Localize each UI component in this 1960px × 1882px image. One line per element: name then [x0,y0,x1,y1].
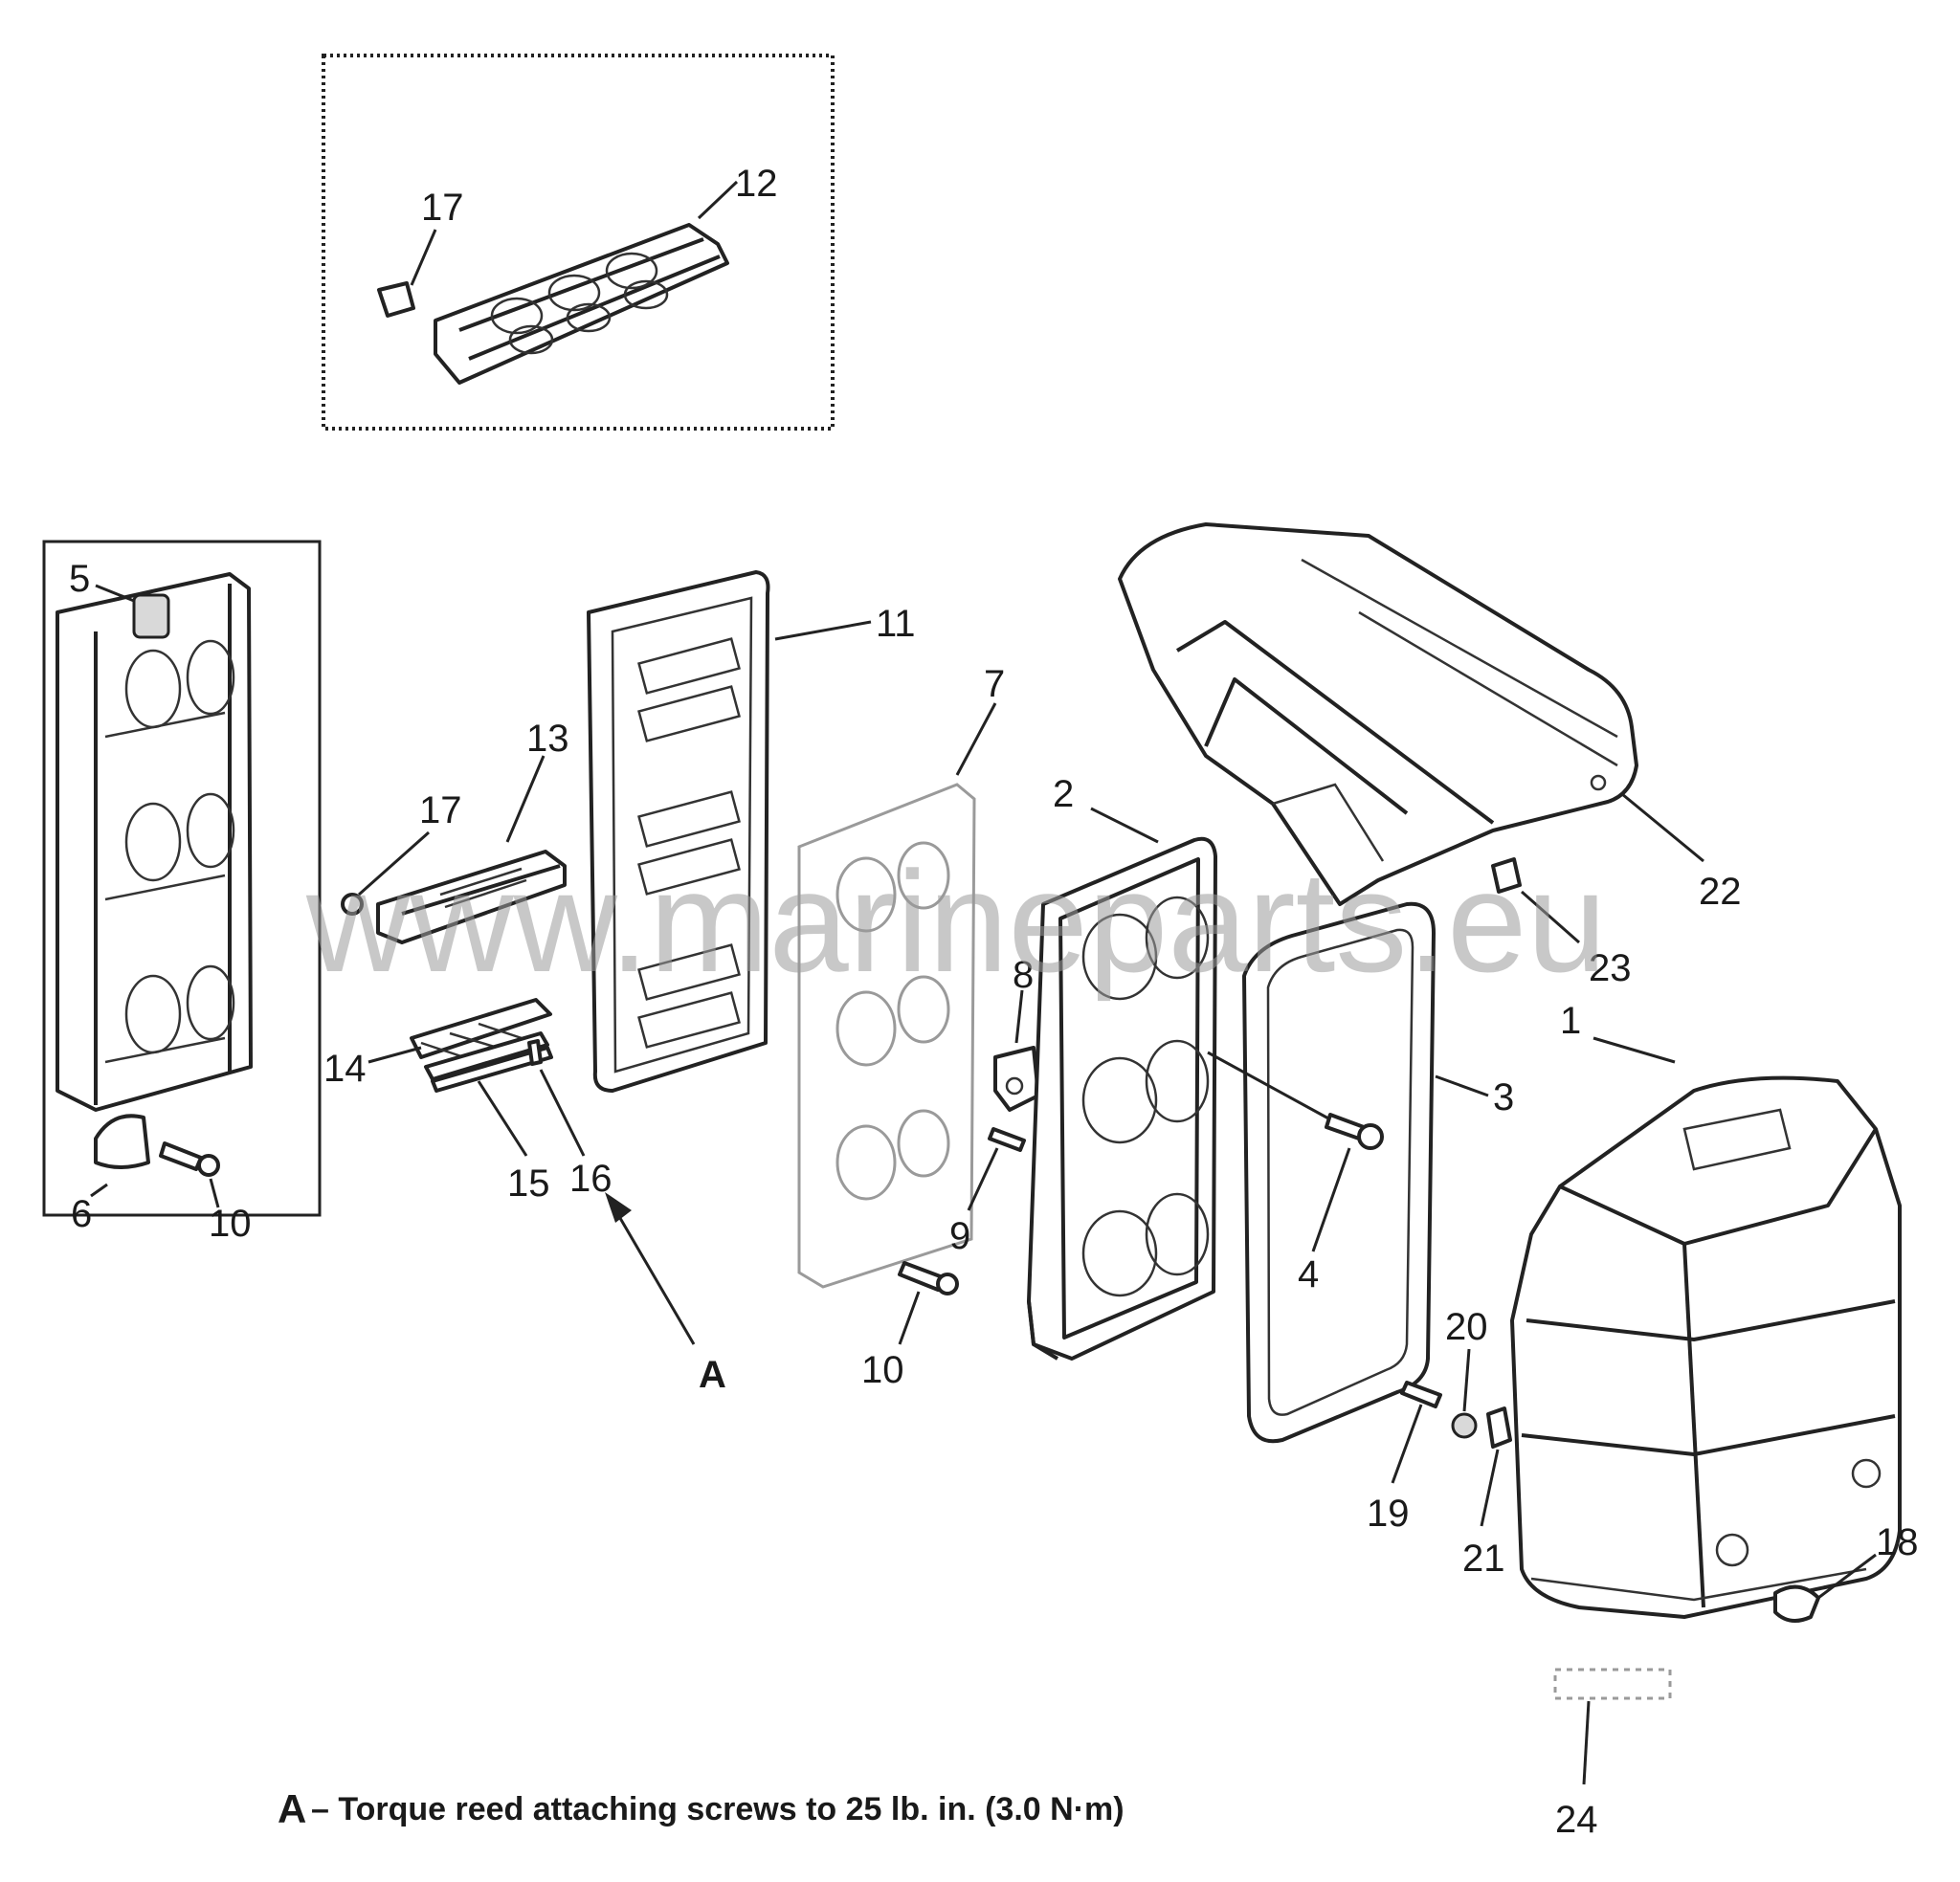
leader-6 [90,1183,108,1198]
leader-7 [955,702,997,776]
callout-17: 17 [419,789,462,831]
callout-A: A [699,1354,726,1396]
callout-13: 13 [526,718,569,760]
reed-plate-7 [797,783,976,1289]
plug-17-inset [377,281,415,318]
callout-24: 24 [1555,1799,1598,1841]
screw-16 [527,1039,543,1066]
callout-10: 10 [861,1349,904,1391]
callout-5: 5 [69,558,90,600]
callout-2: 2 [1053,773,1074,815]
callout-6: 6 [71,1193,92,1235]
leader-3 [1435,1074,1489,1097]
leader-19 [1391,1404,1423,1484]
callout-18: 18 [1876,1521,1919,1563]
callout-8: 8 [1013,954,1034,996]
leader-8 [1014,989,1024,1044]
note-text: – Torque reed attaching screws to 25 lb.… [311,1791,1125,1827]
callout-15: 15 [507,1162,550,1205]
leader-24 [1582,1700,1591,1785]
leader-13 [505,755,546,843]
callout-9: 9 [949,1215,970,1257]
callout-14: 14 [323,1048,367,1090]
leader-5 [95,584,135,603]
callout-1: 1 [1560,1000,1581,1042]
leader-22 [1621,792,1704,863]
screw-9 [988,1127,1026,1152]
callout-11: 11 [876,603,916,645]
clip-6 [94,1114,150,1169]
reed-block-13 [376,850,567,944]
grommet-23 [1491,857,1522,894]
screw-4 [1325,1113,1384,1150]
plug-17 [341,893,364,916]
callout-16: 16 [569,1158,612,1200]
callout-7: 7 [984,663,1005,705]
callout-3: 3 [1493,1076,1514,1118]
leader-1 [1592,1036,1676,1064]
inset-box-top [322,54,835,431]
cover-1 [1510,1075,1902,1619]
leader-21 [1480,1449,1500,1527]
gasket-11 [587,570,770,1093]
arrowhead-A [605,1192,632,1223]
callout-12: 12 [735,163,778,205]
grommet-21 [1486,1406,1512,1449]
gasket-3 [1242,901,1436,1444]
leader-12 [697,180,739,220]
leader-17b [358,830,430,897]
screw-10-left [159,1141,220,1177]
leader-18 [1817,1553,1877,1600]
watermark: www.marineparts.eu [305,841,1607,1002]
callout-17-inset: 17 [421,187,464,229]
clip-18 [1773,1584,1820,1623]
leader-4b [1311,1147,1351,1252]
inset-box-left [42,540,322,1217]
callout-4: 4 [1298,1253,1319,1295]
callout-21: 21 [1462,1538,1505,1580]
leader-14 [368,1046,422,1064]
callout-10-left: 10 [209,1203,252,1245]
reed-stop-15 [424,1031,553,1093]
reed-plate-5 [56,572,253,1112]
bracket-8 [993,1046,1040,1112]
note-letter: A [278,1786,306,1831]
leader-4 [1207,1051,1331,1121]
cover-22 [1118,522,1638,906]
screw-19 [1400,1381,1442,1408]
leader-17a [410,229,437,286]
leader-16 [539,1069,586,1157]
leader-9 [967,1147,999,1211]
callout-20: 20 [1445,1306,1488,1348]
callout-23: 23 [1589,947,1632,989]
leader-23 [1521,890,1580,944]
callout-19: 19 [1367,1493,1410,1535]
washer-20 [1451,1412,1478,1439]
decal-24 [1553,1668,1672,1700]
leader-2 [1090,807,1159,844]
leader-10-left [209,1178,220,1208]
screw-10 [898,1261,959,1295]
leader-15 [477,1080,528,1157]
leader-11 [774,620,872,641]
arrow-A [615,1212,696,1345]
manifold-2 [1027,836,1217,1361]
callout-22: 22 [1699,871,1742,913]
leader-10 [898,1291,921,1345]
reed-block-12 [434,223,729,385]
leader-20 [1462,1348,1471,1412]
